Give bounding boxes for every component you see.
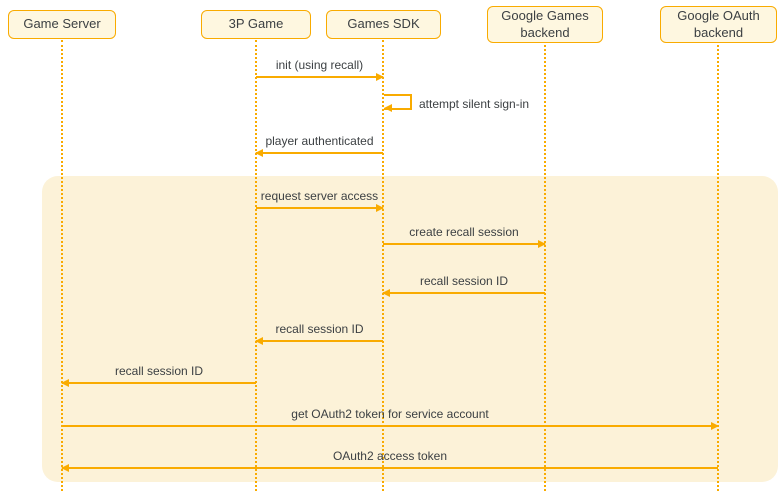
message-label: player authenticated <box>265 134 374 148</box>
message-get-oauth2-token: get OAuth2 token for service account <box>62 407 719 430</box>
actor-label-3p-game: 3P Game <box>228 16 284 32</box>
lifeline-google-oauth-backend <box>717 40 719 491</box>
arrowhead-right <box>538 240 546 248</box>
arrow-line <box>61 464 718 472</box>
message-label: attempt silent sign-in <box>419 97 530 111</box>
arrowhead-right <box>711 422 719 430</box>
actor-label-game-server: Game Server <box>23 16 101 32</box>
arrow-line <box>255 149 383 157</box>
arrow-line <box>256 73 384 81</box>
message-create-recall-session: create recall session <box>383 225 546 248</box>
arrow-line <box>255 337 383 345</box>
message-request-server-access: request server access <box>256 189 384 212</box>
message-init: init (using recall) <box>256 58 384 81</box>
message-label: get OAuth2 token for service account <box>291 407 489 421</box>
message-label: recall session ID <box>275 322 364 336</box>
arrow-line <box>383 240 546 248</box>
message-oauth2-access-token: OAuth2 access token <box>61 449 718 472</box>
message-label: recall session ID <box>419 274 509 288</box>
arrowhead-left <box>255 337 263 345</box>
arrow-line <box>61 379 256 387</box>
message-label: init (using recall) <box>275 58 364 72</box>
arrow-line <box>256 204 384 212</box>
self-message-loop <box>384 94 412 110</box>
actor-box-google-games-backend: Google Games backend <box>487 6 603 43</box>
actor-box-3p-game: 3P Game <box>201 10 311 39</box>
message-player-authenticated: player authenticated <box>255 134 383 157</box>
arrowhead-left <box>61 379 69 387</box>
actor-label-google-games-backend: Google Games backend <box>501 8 589 40</box>
message-label: OAuth2 access token <box>332 449 448 463</box>
arrowhead-left <box>255 149 263 157</box>
message-label: create recall session <box>409 225 519 239</box>
lifeline-games-sdk <box>382 40 384 491</box>
actor-box-google-oauth-backend: Google OAuth backend <box>660 6 777 43</box>
message-label: recall session ID <box>114 364 204 378</box>
arrowhead-left <box>384 104 392 112</box>
actor-label-games-sdk: Games SDK <box>347 16 420 32</box>
arrow-line <box>62 422 719 430</box>
arrowhead-right <box>376 73 384 81</box>
highlight-region <box>42 176 778 482</box>
actor-label-google-oauth-backend: Google OAuth backend <box>677 8 760 40</box>
lifeline-google-games-backend <box>544 40 546 491</box>
arrow-line <box>382 289 545 297</box>
lifeline-3p-game <box>255 40 257 491</box>
actor-box-games-sdk: Games SDK <box>326 10 441 39</box>
actor-box-game-server: Game Server <box>8 10 116 39</box>
arrowhead-right <box>376 204 384 212</box>
message-recall-session-id-3: recall session ID <box>61 364 256 387</box>
message-recall-session-id-1: recall session ID <box>382 274 545 297</box>
lifeline-game-server <box>61 40 63 491</box>
message-recall-session-id-2: recall session ID <box>255 322 383 345</box>
arrowhead-left <box>382 289 390 297</box>
arrowhead-left <box>61 464 69 472</box>
message-label: request server access <box>260 189 379 203</box>
